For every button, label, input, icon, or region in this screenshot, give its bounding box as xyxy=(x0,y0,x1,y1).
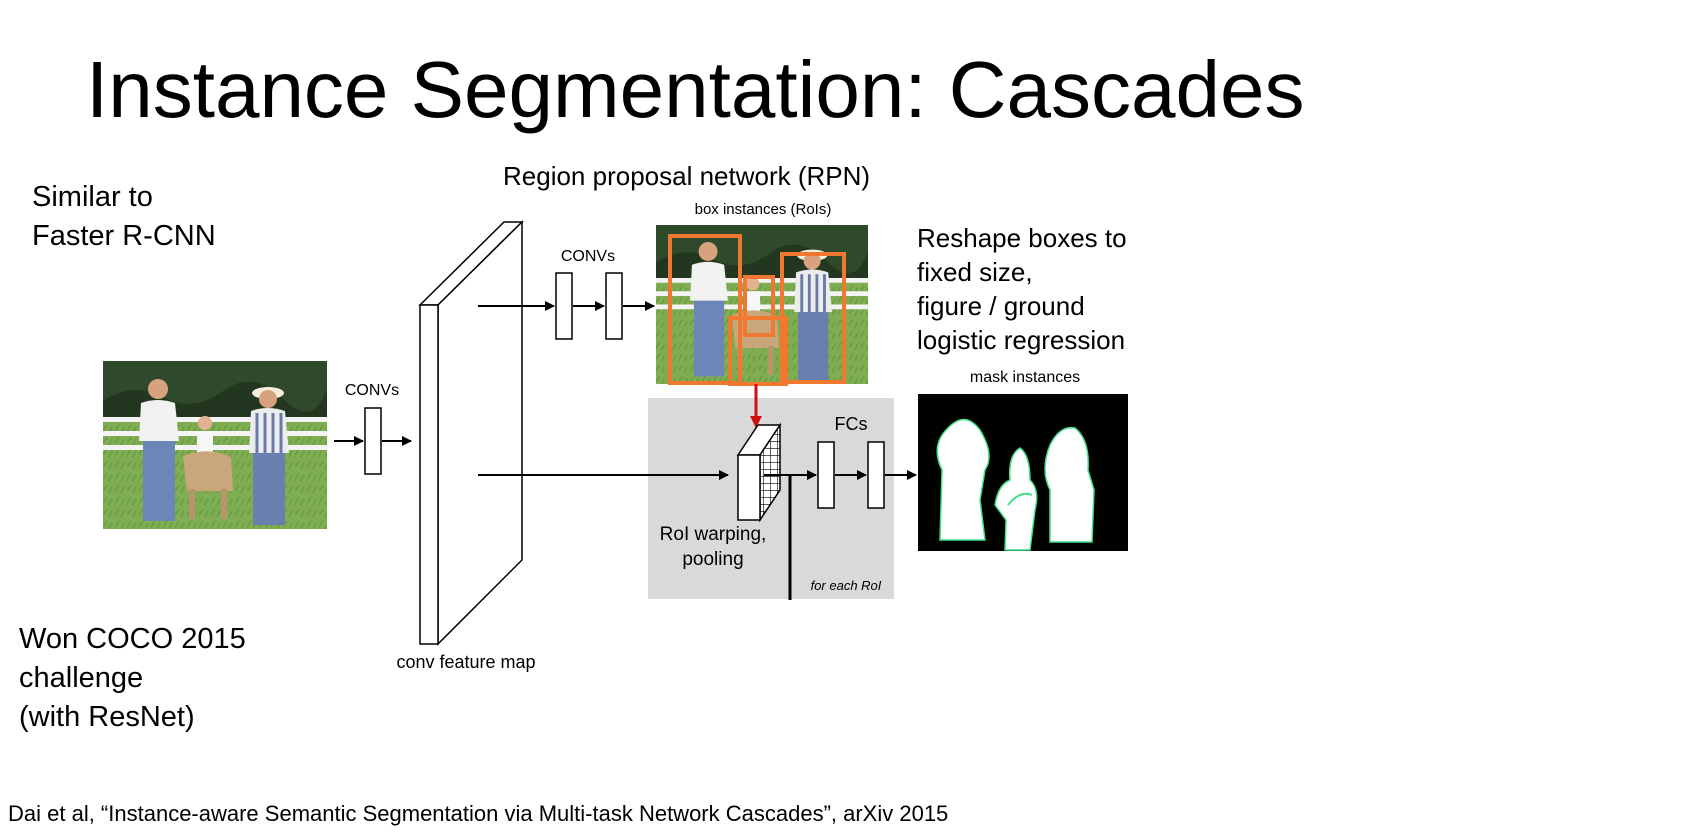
fcs-label: FCs xyxy=(835,414,868,434)
citation: Dai et al, “Instance-aware Semantic Segm… xyxy=(8,801,949,826)
roi-warp-label: RoI warping, xyxy=(660,524,767,545)
roi-box xyxy=(668,234,742,385)
note-line: Similar to xyxy=(32,181,153,213)
similar-to-note: Similar to Faster R-CNN xyxy=(32,178,216,256)
rpn-title: Region proposal network (RPN) xyxy=(503,161,871,191)
note-line: (with ResNet) xyxy=(19,701,195,733)
conv-feature-map xyxy=(418,220,524,646)
note-line: Reshape boxes to xyxy=(917,223,1127,253)
roi-box xyxy=(728,316,788,386)
note-line: challenge xyxy=(19,662,144,694)
reshape-note: Reshape boxes to fixed size, figure / gr… xyxy=(917,221,1127,357)
fc-layer-box xyxy=(817,441,835,509)
box-instances-image xyxy=(656,225,868,386)
feature-map-label: conv feature map xyxy=(396,652,535,672)
fc-layer-box xyxy=(867,441,885,509)
convs-label-rpn: CONVs xyxy=(561,248,615,265)
input-image xyxy=(103,361,327,529)
slide-title: Instance Segmentation: Cascades xyxy=(86,45,1305,134)
conv-layer-box xyxy=(555,272,573,340)
roi-pool-label: pooling xyxy=(682,549,743,570)
note-line: figure / ground xyxy=(917,291,1085,321)
note-line: logistic regression xyxy=(917,325,1126,355)
conv-layer-box xyxy=(364,407,382,475)
note-line: Faster R-CNN xyxy=(32,220,216,252)
mask-instances-label: mask instances xyxy=(970,369,1080,386)
coco-note: Won COCO 2015 challenge (with ResNet) xyxy=(19,620,246,737)
for-each-roi-label: for each RoI xyxy=(811,578,882,593)
roi-warp-grid xyxy=(736,422,782,523)
mask-instances-image xyxy=(918,394,1128,551)
box-instances-label: box instances (RoIs) xyxy=(695,201,832,218)
note-line: fixed size, xyxy=(917,257,1033,287)
roi-box xyxy=(743,275,775,337)
convs-label-input: CONVs xyxy=(345,382,399,399)
note-line: Won COCO 2015 xyxy=(19,623,246,655)
conv-layer-box xyxy=(605,272,623,340)
